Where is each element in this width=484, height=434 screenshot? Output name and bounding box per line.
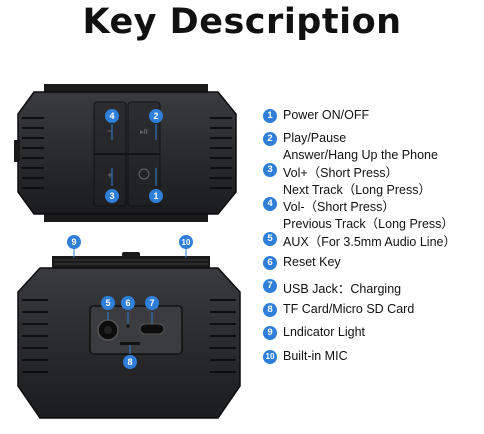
play-glyph: ▸II [139,129,147,136]
left-ribs [22,117,44,189]
page-title: Key Description [82,2,402,42]
legend-number: 6 [263,256,277,270]
vol-minus-glyph: − [107,126,112,136]
legend-number: 10 [263,350,277,364]
legend-number: 3 [263,163,277,177]
legend-text: Built-in MIC [283,349,348,363]
legend-text-sub: Next Track（Long Press） [283,183,431,197]
badge-2: 2 [149,109,163,123]
grille-top [44,84,208,94]
grille-dots [54,259,208,265]
badge-6: 6 [121,296,135,310]
badge-10: 10 [179,235,193,249]
svg-text:8: 8 [127,357,132,367]
badge-4: 4 [105,109,119,123]
legend-text: Vol-（Short Press） [283,200,395,214]
legend-number: 5 [263,232,277,246]
legend-number: 9 [263,326,277,340]
side-tab [14,140,20,162]
reset-hole [126,324,130,328]
top-button [122,252,140,258]
svg-text:5: 5 [105,298,110,308]
tf-card-slot [120,342,140,345]
svg-text:2: 2 [153,111,158,121]
legend-text: Reset Key [283,255,341,269]
badge-7: 7 [145,296,159,310]
svg-text:7: 7 [149,298,154,308]
badge-5: 5 [101,296,115,310]
legend-text-sub: Previous Track（Long Press） [283,217,454,231]
legend-number: 1 [263,109,277,123]
port-panel [89,305,183,355]
legend-number: 7 [263,279,277,293]
right-ribs [210,117,232,189]
left-ribs [22,299,48,373]
legend-text: Power ON/OFF [283,108,370,122]
svg-text:1: 1 [153,191,158,201]
badge-8: 8 [123,355,137,369]
power-icon [138,168,150,180]
speaker-side-view: 5 6 7 8 [17,248,241,419]
legend-text: AUX（For 3.5mm Audio Line） [283,235,456,249]
legend-text: TF Card/Micro SD Card [283,302,415,316]
badge-3: 3 [105,189,119,203]
legend-text: Lndicator Light [283,325,366,339]
badge-1: 1 [149,189,163,203]
svg-text:6: 6 [125,298,130,308]
speaker-top-view: − ▸II + 4 2 3 1 [14,84,237,222]
svg-text:10: 10 [182,238,191,247]
legend-text-sub: Answer/Hang Up the Phone [283,148,438,162]
legend-number: 8 [263,303,277,317]
legend-text: Vol+（Short Press） [283,166,398,180]
svg-text:9: 9 [71,237,76,247]
svg-text:4: 4 [109,111,114,121]
usb-port [139,323,165,335]
grille-bottom [44,212,208,222]
legend-number: 4 [263,197,277,211]
legend-text: Play/Pause [283,131,347,145]
svg-text:3: 3 [109,191,114,201]
right-ribs [210,299,236,373]
legend-number: 2 [263,132,277,146]
vol-plus-glyph: + [107,170,112,180]
legend-text: USB Jack：Charging [283,282,402,296]
badge-9: 9 [67,235,81,249]
